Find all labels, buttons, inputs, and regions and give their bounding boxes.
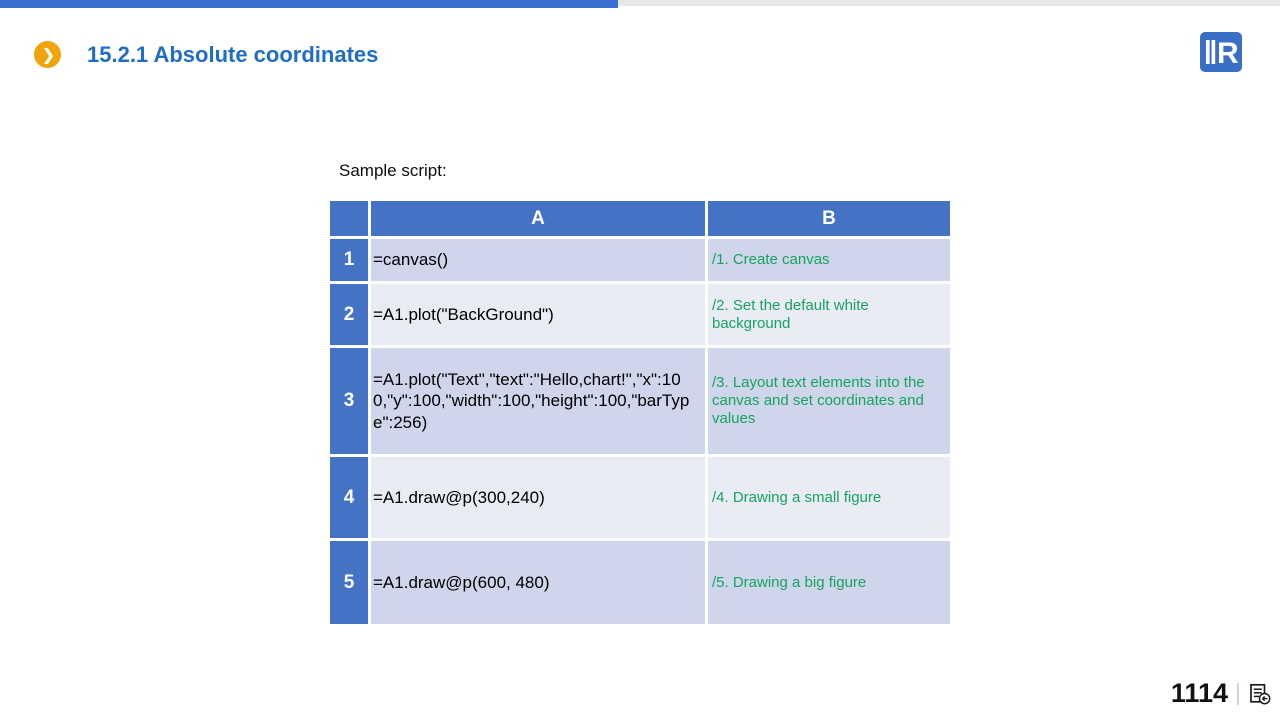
comment-cell: /3. Layout text elements into the canvas…	[708, 348, 950, 454]
logo-letter: R	[1217, 37, 1239, 70]
toc-return-icon[interactable]	[1248, 682, 1272, 706]
comment-cell: /1. Create canvas	[708, 239, 950, 281]
comment-cell: /4. Drawing a small figure	[708, 457, 950, 538]
code-cell: =canvas()	[371, 239, 705, 281]
comment-cell: /2. Set the default white background	[708, 284, 950, 345]
column-header-a: A	[371, 201, 705, 236]
page-title: 15.2.1 Absolute coordinates	[87, 41, 379, 67]
chevron-bullet-icon: ❯	[34, 41, 61, 68]
row-number-cell: 5	[330, 541, 368, 624]
table-corner-cell	[330, 201, 368, 236]
footer: 1114	[1171, 678, 1272, 709]
row-number-cell: 2	[330, 284, 368, 345]
code-cell: =A1.plot("Text","text":"Hello,chart!","x…	[371, 348, 705, 454]
company-logo-icon: R	[1200, 32, 1242, 72]
row-number-cell: 3	[330, 348, 368, 454]
code-cell: =A1.draw@p(600, 480)	[371, 541, 705, 624]
row-number-cell: 1	[330, 239, 368, 281]
row-number-cell: 4	[330, 457, 368, 538]
code-cell: =A1.plot("BackGround")	[371, 284, 705, 345]
title-row: ❯ 15.2.1 Absolute coordinates	[34, 41, 378, 68]
top-accent-bar-gray	[618, 0, 1280, 6]
code-cell: =A1.draw@p(300,240)	[371, 457, 705, 538]
script-table: A B 1 =canvas() /1. Create canvas 2 =A1.…	[330, 201, 950, 624]
table-caption: Sample script:	[339, 161, 447, 180]
footer-divider	[1237, 682, 1239, 705]
comment-cell: /5. Drawing a big figure	[708, 541, 950, 624]
column-header-b: B	[708, 201, 950, 236]
top-accent-bar-blue	[0, 0, 618, 8]
page-number: 1114	[1170, 678, 1228, 708]
